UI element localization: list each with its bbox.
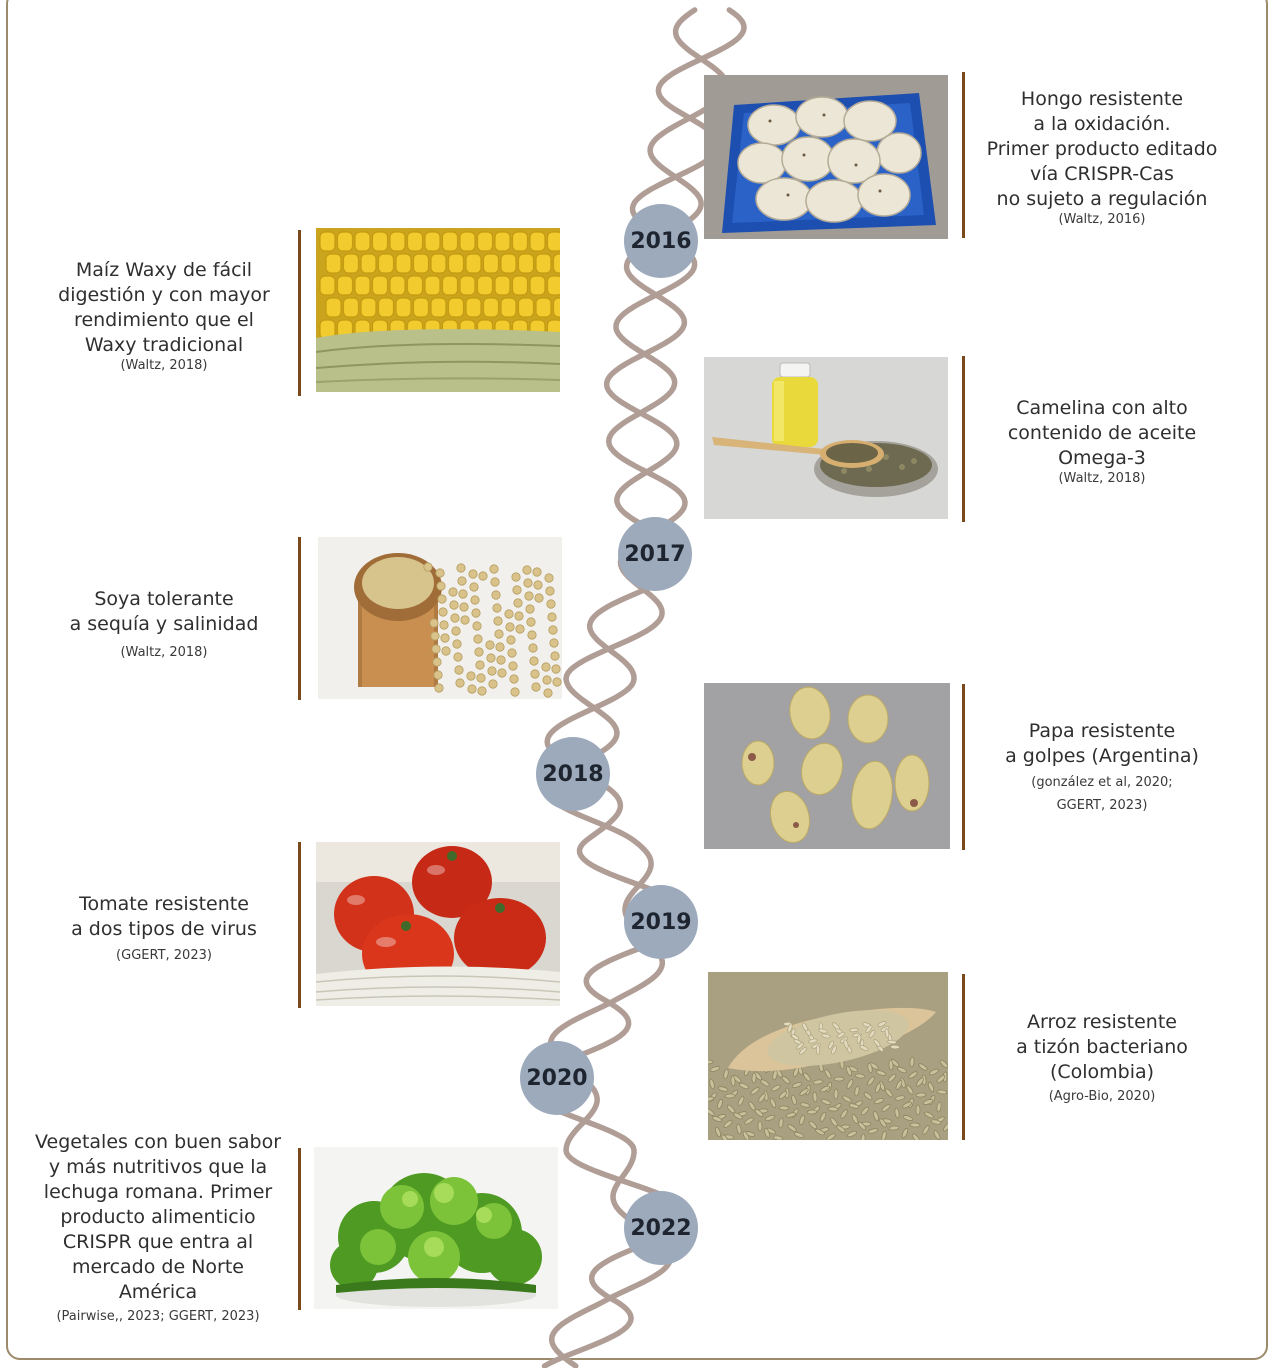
tomato-photo [316, 842, 560, 1006]
caption-source: (Waltz, 2018) [120, 645, 208, 660]
caption-line: vía CRISPR-Cas [1030, 163, 1174, 185]
caption-arroz: Arroz resistente a tizón bacteriano (Col… [972, 1010, 1232, 1107]
accent-bar-tomate [298, 842, 301, 1008]
year-badge-2018: 2018 [536, 737, 610, 811]
accent-bar-papa [962, 684, 965, 850]
caption-line: a dos tipos de virus [71, 918, 257, 940]
caption-source: (Waltz, 2018) [1058, 471, 1146, 486]
caption-line: a tizón bacteriano [1016, 1036, 1188, 1058]
caption-hongo: Hongo resistente a la oxidación. Primer … [972, 87, 1232, 228]
lettuce-photo [314, 1147, 558, 1309]
rice-photo [708, 972, 948, 1140]
caption-line: digestión y con mayor [58, 284, 270, 306]
caption-line: Camelina con alto [1016, 397, 1188, 419]
caption-tomate: Tomate resistente a dos tipos de virus (… [34, 892, 294, 966]
accent-bar-soya [298, 537, 301, 700]
caption-lechuga: Vegetales con buen sabor y más nutritivo… [20, 1130, 296, 1327]
caption-line: a la oxidación. [1033, 113, 1171, 135]
caption-line: América [118, 1281, 198, 1303]
caption-line: a sequía y salinidad [69, 613, 259, 635]
page-frame [6, 0, 1268, 1360]
caption-line: CRISPR que entra al [62, 1231, 254, 1253]
mushroom-photo [704, 75, 948, 239]
caption-line: Primer producto editado [986, 138, 1218, 160]
caption-line: (Colombia) [1049, 1061, 1155, 1083]
year-badge-2022: 2022 [624, 1191, 698, 1265]
caption-camelina: Camelina con alto contenido de aceite Om… [972, 396, 1232, 487]
caption-source: (Pairwise,, 2023; GGERT, 2023) [56, 1309, 260, 1324]
caption-line: Papa resistente [1028, 720, 1176, 742]
caption-source: (Agro-Bio, 2020) [1048, 1089, 1156, 1104]
caption-line: lechuga romana. Primer [43, 1181, 273, 1203]
year-badge-2020: 2020 [520, 1041, 594, 1115]
caption-source-2: GGERT, 2023) [1056, 798, 1148, 813]
soybean-photo [318, 537, 562, 699]
caption-line: contenido de aceite [1007, 422, 1197, 444]
caption-line: mercado de Norte [72, 1256, 244, 1278]
caption-source: (Waltz, 2018) [120, 358, 208, 373]
caption-line: no sujeto a regulación [996, 188, 1208, 210]
caption-line: Maíz Waxy de fácil [75, 259, 253, 281]
accent-bar-camelina [962, 356, 965, 522]
caption-line: a golpes (Argentina) [1005, 745, 1199, 767]
accent-bar-lechuga [298, 1148, 301, 1310]
year-badge-2019: 2019 [624, 885, 698, 959]
accent-bar-hongo [962, 72, 965, 238]
accent-bar-arroz [962, 974, 965, 1140]
caption-line: Omega-3 [1058, 447, 1146, 469]
caption-line: Tomate resistente [79, 893, 249, 915]
caption-line: Arroz resistente [1027, 1011, 1177, 1033]
caption-maiz: Maíz Waxy de fácil digestión y con mayor… [34, 258, 294, 374]
year-badge-2016: 2016 [624, 204, 698, 278]
caption-line: y más nutritivos que la [48, 1156, 268, 1178]
caption-source: (gonzález et al, 2020; [1031, 775, 1173, 790]
camelina-oil-photo [704, 357, 948, 519]
caption-papa: Papa resistente a golpes (Argentina) (go… [972, 719, 1232, 817]
caption-source: (GGERT, 2023) [116, 948, 212, 963]
caption-line: producto alimenticio [60, 1206, 256, 1228]
caption-line: rendimiento que el [74, 309, 254, 331]
caption-line: Vegetales con buen sabor [34, 1131, 282, 1153]
caption-soya: Soya tolerante a sequía y salinidad (Wal… [34, 587, 294, 663]
caption-source: (Waltz, 2016) [1058, 212, 1146, 227]
potato-photo [704, 683, 950, 849]
caption-line: Waxy tradicional [84, 334, 244, 356]
accent-bar-maiz [298, 230, 301, 396]
year-badge-2017: 2017 [618, 517, 692, 591]
corn-photo [316, 228, 560, 392]
caption-line: Hongo resistente [1020, 88, 1184, 110]
caption-line: Soya tolerante [94, 588, 234, 610]
